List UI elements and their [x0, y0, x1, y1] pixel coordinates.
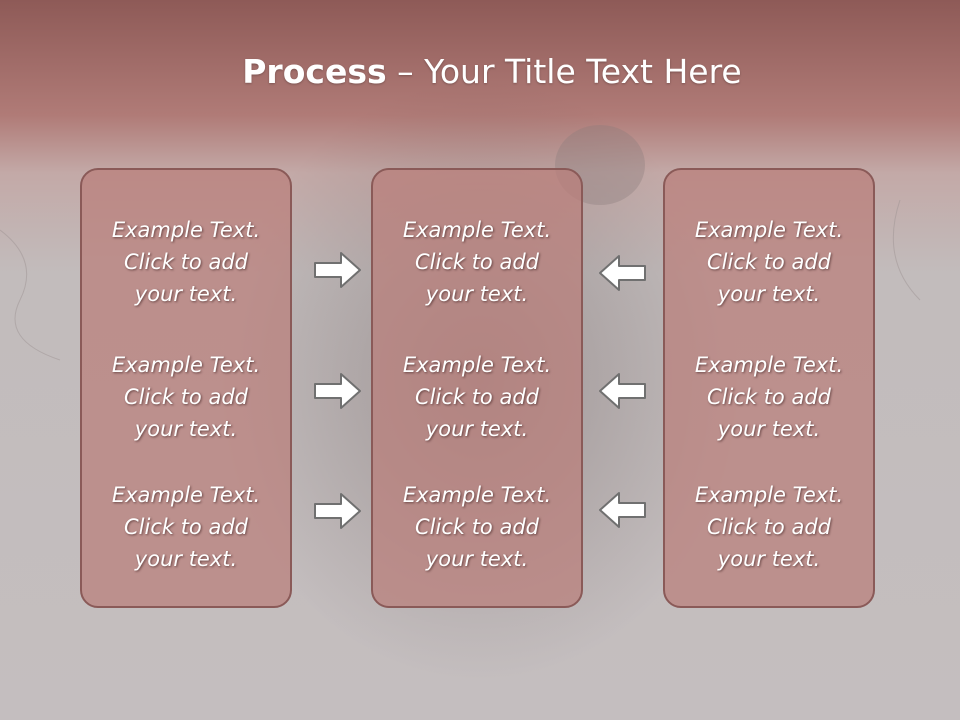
left-arrow-icon: [599, 255, 646, 291]
box-text[interactable]: Example Text. Click to add your text.: [111, 483, 261, 571]
box-text[interactable]: Example Text. Click to add your text.: [111, 218, 261, 306]
process-box-left[interactable]: Example Text. Click to add your text. Ex…: [80, 168, 292, 608]
box-text[interactable]: Example Text. Click to add your text.: [402, 353, 552, 441]
box-text[interactable]: Example Text. Click to add your text.: [402, 218, 552, 306]
process-box-right[interactable]: Example Text. Click to add your text. Ex…: [663, 168, 875, 608]
box-text[interactable]: Example Text. Click to add your text.: [111, 353, 261, 441]
title-rest: – Your Title Text Here: [386, 52, 742, 91]
box-text[interactable]: Example Text. Click to add your text.: [694, 483, 844, 571]
box-text[interactable]: Example Text. Click to add your text.: [694, 353, 844, 441]
title-bold: Process: [242, 52, 387, 91]
left-arrow-icon: [599, 373, 646, 409]
right-arrow-icon: [314, 493, 361, 529]
right-arrow-icon: [314, 252, 361, 288]
box-text[interactable]: Example Text. Click to add your text.: [694, 218, 844, 306]
process-box-center[interactable]: Example Text. Click to add your text. Ex…: [371, 168, 583, 608]
box-text[interactable]: Example Text. Click to add your text.: [402, 483, 552, 571]
slide-title: Process – Your Title Text Here: [0, 52, 960, 91]
right-arrow-icon: [314, 373, 361, 409]
left-arrow-icon: [599, 492, 646, 528]
